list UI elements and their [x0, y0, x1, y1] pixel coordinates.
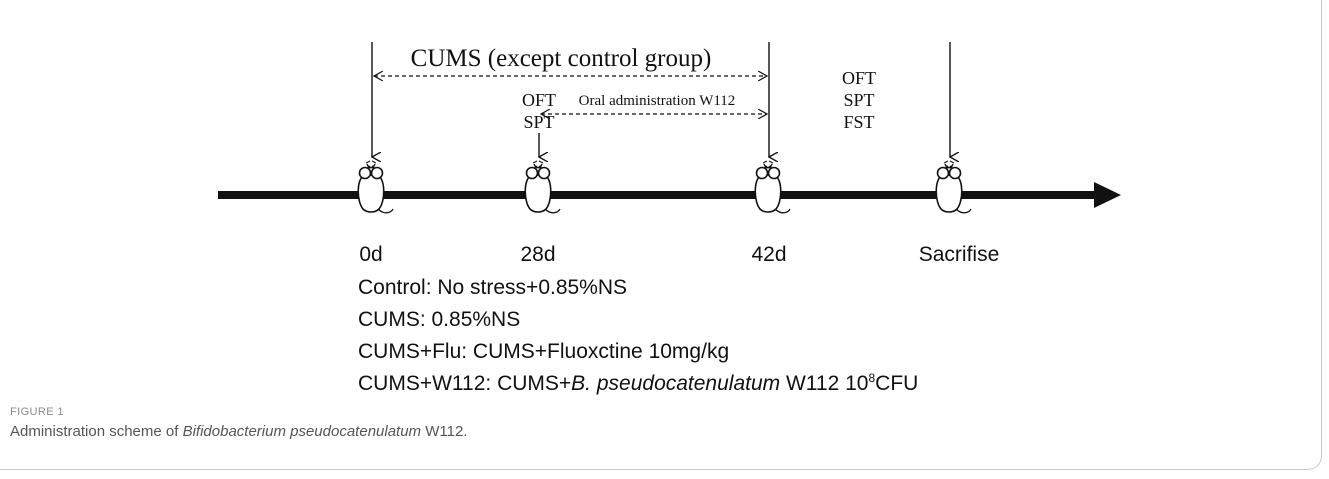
oral-span-label: Oral administration W112: [579, 93, 736, 109]
group-item-cums-flu: CUMS+Flu: CUMS+Fluoxctine 10mg/kg: [358, 336, 918, 368]
group-list: Control: No stress+0.85%NS CUMS: 0.85%NS…: [358, 272, 918, 400]
timepoint-label: 28d: [520, 243, 555, 266]
timepoint-label: 0d: [359, 243, 382, 266]
caption-species: Bifidobacterium pseudocatenulatum: [183, 423, 421, 440]
figure-label: FIGURE 1: [10, 406, 64, 418]
timepoint-label: 42d: [751, 243, 786, 266]
mouse-icon: [525, 161, 560, 213]
caption-suffix: W112.: [421, 423, 467, 440]
group-mid: W112 10: [780, 372, 868, 395]
group-unit: CFU: [875, 372, 918, 395]
test-label-42d-oft: OFT: [842, 68, 876, 88]
mouse-icon: [755, 161, 790, 213]
caption-prefix: Administration scheme of: [10, 423, 183, 440]
group-prefix: CUMS+W112: CUMS+: [358, 372, 571, 395]
cums-span-label: CUMS (except control group): [411, 45, 712, 72]
mouse-icon: [936, 161, 971, 213]
test-label-42d-fst: FST: [843, 112, 874, 132]
group-item-cums-w112: CUMS+W112: CUMS+B. pseudocatenulatum W11…: [358, 368, 918, 400]
group-item-control: Control: No stress+0.85%NS: [358, 272, 918, 304]
timeline-arrowhead: [1094, 182, 1121, 208]
test-label-28d-oft: OFT: [522, 90, 556, 110]
mouse-icon: [358, 161, 393, 213]
test-label-28d-spt: SPT: [523, 112, 554, 132]
timepoint-label: Sacrifise: [919, 243, 1000, 266]
test-label-42d-spt: SPT: [843, 90, 874, 110]
figure-caption: Administration scheme of Bifidobacterium…: [10, 423, 467, 440]
group-species: B. pseudocatenulatum: [571, 372, 780, 395]
group-item-cums: CUMS: 0.85%NS: [358, 304, 918, 336]
